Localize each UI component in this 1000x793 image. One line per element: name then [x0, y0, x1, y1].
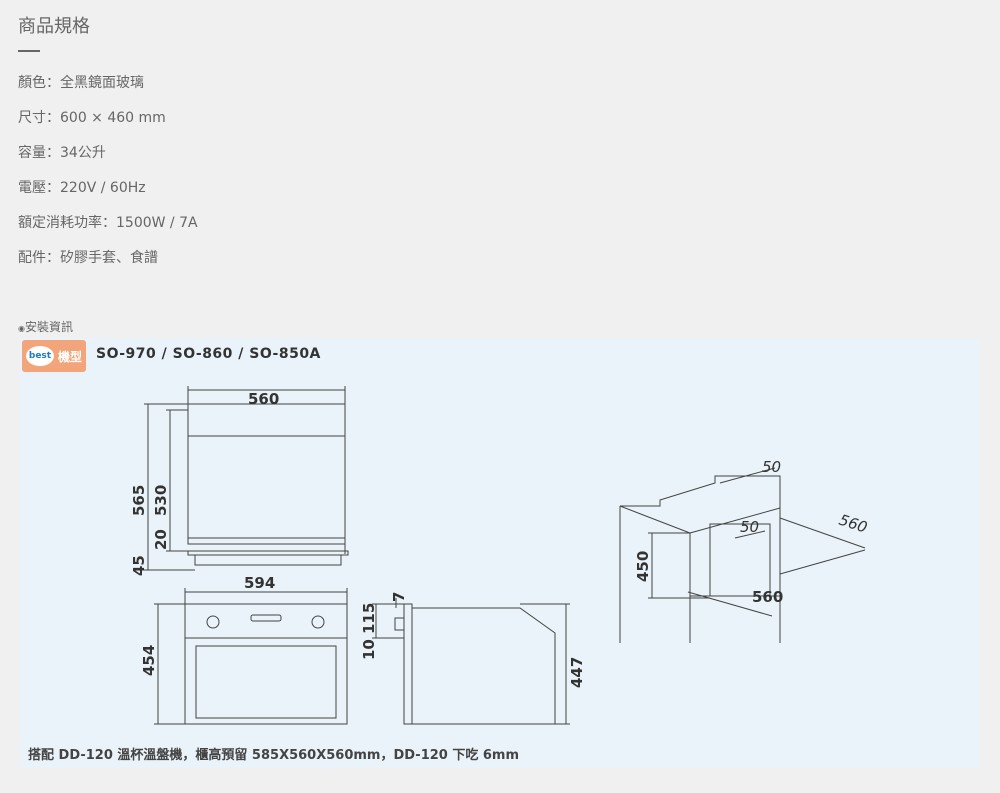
bullet-icon: ◉: [18, 324, 25, 333]
spec-value: 1500W / 7A: [116, 215, 198, 231]
oven-side-body: [412, 607, 556, 725]
dim-label: 565: [130, 485, 148, 516]
spec-power: 額定消耗功率：1500W / 7A: [18, 215, 198, 231]
brand-logo-icon: best: [24, 344, 56, 368]
spec-color: 顏色：全黑鏡面玻璃: [18, 75, 144, 91]
dim-line-560-width: [687, 591, 773, 617]
dim-line-560-depth: [779, 517, 866, 549]
model-names: SO-970 / SO-860 / SO-850A: [96, 346, 321, 362]
spec-voltage: 電壓：220V / 60Hz: [18, 180, 146, 196]
spec-value: 全黑鏡面玻璃: [60, 75, 144, 91]
oven-front-window: [195, 645, 337, 719]
dim-label: 50: [762, 458, 781, 476]
dim-line-50-inner: [734, 530, 766, 539]
spec-value: 34公升: [60, 145, 106, 161]
dim-label: 530: [152, 485, 170, 516]
badge-text: 機型: [58, 350, 83, 364]
dim-label: 45: [130, 555, 148, 576]
spec-label: 尺寸: [18, 110, 46, 126]
oven-top-body: [187, 403, 346, 545]
spec-accessories: 配件：矽膠手套、食譜: [18, 250, 158, 266]
dim-label: 10: [360, 639, 378, 660]
dim-label: 560: [248, 390, 279, 408]
spec-value: 220V / 60Hz: [60, 180, 146, 196]
dim-label: 7: [390, 592, 408, 602]
dim-label: 560: [752, 588, 783, 606]
spec-label: 顏色: [18, 75, 46, 91]
dim-label: 450: [634, 551, 652, 582]
install-footnote: 搭配 DD-120 溫杯溫盤機，櫃高預留 585X560X560mm，DD-12…: [28, 748, 520, 763]
oven-front-body: [184, 603, 348, 725]
dim-label: 20: [152, 529, 170, 550]
install-info-label: ◉安裝資訊: [18, 320, 73, 334]
spec-value: 600 × 460 mm: [60, 110, 166, 126]
spec-label: 容量: [18, 145, 46, 161]
spec-label: 電壓: [18, 180, 46, 196]
spec-capacity: 容量：34公升: [18, 145, 106, 161]
dim-line-50-top: [719, 467, 776, 484]
dim-label: 454: [140, 645, 158, 676]
dim-label: 594: [244, 574, 275, 592]
dimension-diagram: 560 565 530 20 45 594 454 115 10 7 447 5…: [130, 386, 870, 725]
spec-label: 配件: [18, 250, 46, 266]
model-badge: best 機型: [22, 340, 86, 372]
dim-label: 447: [568, 657, 586, 688]
section-title: 商品規格: [18, 16, 90, 37]
dim-label: 560: [837, 511, 870, 537]
install-diagram-panel: best 機型 SO-970 / SO-860 / SO-850A: [20, 338, 980, 768]
dim-label: 115: [360, 603, 378, 634]
cabinet-outline: [620, 475, 781, 643]
knob-left-icon: [206, 615, 220, 629]
spec-value: 矽膠手套、食譜: [60, 250, 158, 266]
knob-right-icon: [311, 615, 325, 629]
oven-side-door: [403, 603, 413, 725]
spec-label: 額定消耗功率: [18, 215, 102, 231]
title-underline: [18, 50, 40, 52]
spec-size: 尺寸：600 × 460 mm: [18, 110, 166, 126]
dim-label: 50: [740, 518, 759, 536]
